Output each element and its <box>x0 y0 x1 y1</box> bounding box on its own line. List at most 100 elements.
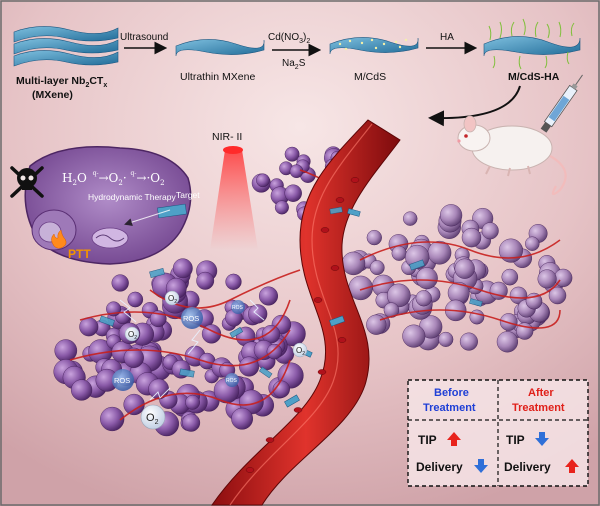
tumor-cell <box>454 258 475 279</box>
o2-label: O2 <box>296 346 305 357</box>
cell-inset <box>24 146 192 265</box>
tumor-cell <box>402 324 426 348</box>
tumor-cell <box>548 286 567 305</box>
step3-label: M/CdS <box>354 71 386 83</box>
tumor-cell <box>427 240 452 265</box>
tumor-cell <box>383 302 400 318</box>
tumor-cell <box>403 211 418 226</box>
ros-label: ROS <box>232 305 244 311</box>
o2-label: O2 <box>128 330 137 341</box>
tumor-cell <box>100 406 125 432</box>
tumor-cell <box>70 379 93 401</box>
curved-arrow-to-treatment <box>428 85 521 127</box>
tumor-cell <box>459 332 478 351</box>
tumor-cell <box>386 283 411 308</box>
ultrathin-mxene-sheet <box>175 39 265 57</box>
tumor-cell <box>498 238 523 263</box>
tumor-cell <box>415 267 438 290</box>
tumor-cell <box>274 200 289 215</box>
nir-ii-label: NIR- II <box>212 131 242 143</box>
tumor-cell <box>341 251 366 276</box>
skull-crossbones-icon <box>10 166 44 198</box>
tumor-cell <box>391 245 407 261</box>
reaction-equation: H2O q-→O2· q-→·O2 <box>62 170 165 187</box>
tumor-cell <box>415 290 432 307</box>
ptt-label: PTT <box>68 247 91 261</box>
step1-label-mxene: (MXene) <box>32 89 73 101</box>
blood-vessel <box>211 119 401 506</box>
tumor-cell <box>123 347 144 368</box>
before-header-line2: Treatment <box>423 402 476 414</box>
tumor-cell <box>266 343 283 360</box>
down-arrow-icon <box>535 432 549 446</box>
tumor-right <box>341 204 573 353</box>
nir-ii-laser-beam <box>210 146 258 250</box>
tumor-cell <box>256 173 270 188</box>
tumor-cell <box>185 394 201 410</box>
o2-bubbles: O2 O2 O2 O2 <box>124 290 308 430</box>
tumor-cell <box>366 230 382 246</box>
comparison-table <box>407 379 589 487</box>
tumor-cell <box>196 271 215 290</box>
arrow-cd-label-top: Cd(NO3)2 <box>268 32 310 45</box>
tumor-cell <box>469 309 485 325</box>
tumor-cell <box>239 356 260 377</box>
before-delivery-label: Delivery <box>416 460 463 474</box>
tumor-cell <box>440 204 463 227</box>
arrow-cd-label-bottom: Na2S <box>282 58 306 71</box>
tumor-cell <box>225 273 242 290</box>
tumor-cell <box>369 260 385 275</box>
before-header-line1: Before <box>434 387 469 399</box>
tumor-cell <box>366 314 387 335</box>
ros-bubbles: ROS ROS ROS ROS <box>112 300 245 391</box>
tumor-cell <box>79 317 99 337</box>
down-arrow-icon <box>474 459 488 473</box>
before-tip-label: TIP <box>418 433 437 447</box>
tumor-cell <box>461 227 482 248</box>
o2-label: O2 <box>168 294 177 305</box>
tumor-cell <box>501 268 519 286</box>
tumor-cell <box>284 184 302 202</box>
tumor-cell <box>111 274 129 292</box>
tumor-cell <box>123 393 145 416</box>
o2-label: O2 <box>146 412 159 426</box>
after-header-line2: Treatment <box>512 402 565 414</box>
tumor-cell <box>489 281 508 300</box>
tumor-cell <box>259 286 279 306</box>
target-label: Target <box>176 190 200 200</box>
energy-lightning <box>119 299 265 401</box>
step2-label: Ultrathin MXene <box>180 71 255 83</box>
multilayer-mxene-sheets <box>13 26 119 67</box>
tumor-cell <box>127 291 144 308</box>
step4-label: M/CdS-HA <box>508 71 560 83</box>
tumor-cell <box>182 413 201 432</box>
arrow-ultrasound-label: Ultrasound <box>120 32 168 43</box>
capillary-network <box>69 169 561 421</box>
ros-label: ROS <box>226 378 238 384</box>
therapy-label: Hydrodynamic Therapy <box>88 192 176 202</box>
m-cds-ha-sheet <box>483 18 581 70</box>
mouse-illustration <box>457 115 567 196</box>
tumor-cell <box>481 222 499 240</box>
nanosheets-in-tumor <box>99 206 483 379</box>
ros-label: ROS <box>183 314 199 323</box>
tumor-cell <box>231 407 254 430</box>
tumor-cell <box>525 236 540 251</box>
up-arrow-icon <box>447 432 461 446</box>
after-tip-label: TIP <box>506 433 525 447</box>
tumor-cell <box>438 331 454 347</box>
flame-icon <box>51 229 67 249</box>
synthesis-row: Multi-layer Nb2CTx (MXene) Ultrasound Ul… <box>13 18 581 127</box>
tumor-cell <box>284 146 300 162</box>
tumor-cell <box>172 258 193 279</box>
up-arrow-icon <box>565 459 579 473</box>
step1-label: Multi-layer Nb2CTx <box>16 75 107 89</box>
after-delivery-label: Delivery <box>504 460 551 474</box>
after-header-line1: After <box>528 387 554 399</box>
tumor-cell <box>537 269 557 289</box>
m-cds-sheet <box>329 37 419 55</box>
syringe-icon <box>540 74 583 133</box>
ros-label: ROS <box>114 376 130 385</box>
